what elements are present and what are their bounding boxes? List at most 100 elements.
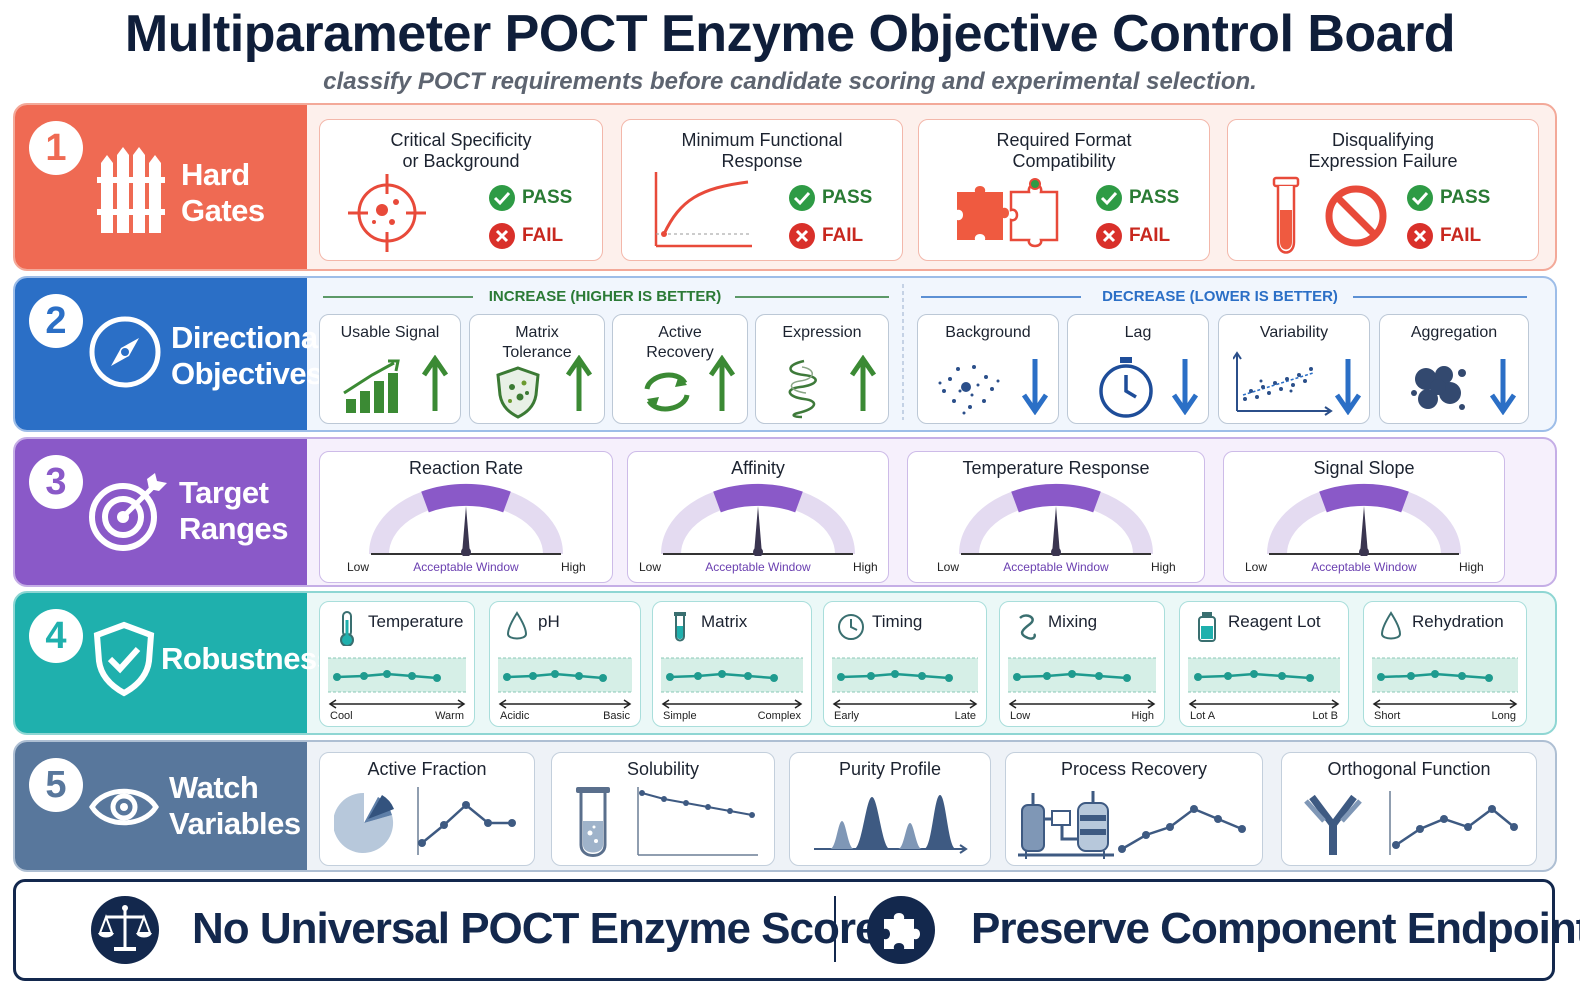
puzzle-icon <box>867 896 935 964</box>
gauge-low-label: Low <box>937 560 960 574</box>
row-number: 3 <box>29 455 83 509</box>
axis-left-label: Simple <box>663 710 697 722</box>
card-title: Usable Signal <box>340 324 440 341</box>
card-title: Active Fraction <box>367 759 487 779</box>
page-title: Multiparameter POCT Enzyme Objective Con… <box>124 5 1456 63</box>
axis-right-label: Warm <box>435 710 464 722</box>
card-title: Rehydration <box>1412 612 1504 631</box>
axis-left-label: Early <box>834 710 860 722</box>
axis-left-label: Lot A <box>1190 710 1216 722</box>
gauge-high-label: High <box>853 560 878 574</box>
droplet-icon <box>506 611 528 640</box>
compass-icon <box>89 316 161 388</box>
card-title: Timing <box>872 612 923 631</box>
watch-card-orthogonal-function: Orthogonal Function <box>1281 752 1537 866</box>
test-tube-icon <box>674 612 686 642</box>
gauge-icon <box>369 483 563 556</box>
axis-right-label: Lot B <box>1312 710 1338 722</box>
card-title: Aggregation <box>1410 324 1498 341</box>
gauge-window-label: Acceptable Window <box>1311 560 1417 574</box>
clock-icon <box>838 614 864 640</box>
axis-left-label: Low <box>1010 710 1031 722</box>
footer-banner: No Universal POCT Enzyme Score Preserve … <box>13 879 1580 981</box>
bottle-icon <box>1198 612 1216 642</box>
card-title: Temperature <box>368 612 464 631</box>
stopwatch-icon <box>1099 357 1153 418</box>
watch-card-process-recovery: Process Recovery <box>1005 752 1263 866</box>
watch-card-purity-profile: Purity Profile <box>789 752 991 866</box>
aggregate-icon <box>1411 366 1466 410</box>
swirl-icon <box>1019 614 1036 640</box>
puzzle-icon <box>957 178 1059 248</box>
gauge-high-label: High <box>1459 560 1484 574</box>
objective-card-aggregation: Aggregation <box>1379 314 1529 424</box>
decrease-arrow-icon <box>1489 359 1517 415</box>
page-subtitle: classify POCT requirements before candid… <box>323 68 1257 95</box>
card-title: Variability <box>1259 324 1329 341</box>
scales-icon <box>91 896 159 964</box>
gauge-icon <box>661 483 855 556</box>
footer-right-text: Preserve Component Endpoints <box>971 904 1580 953</box>
thermometer-icon <box>340 611 354 646</box>
decrease-arrow-icon <box>1171 359 1199 415</box>
rising-bars-icon <box>343 359 400 413</box>
decrease-arrow-icon <box>1021 359 1049 415</box>
increase-header: INCREASE (HIGHER IS BETTER) <box>488 288 722 305</box>
axis-right-label: Basic <box>603 710 630 722</box>
axis-left-label: Short <box>1374 710 1401 722</box>
bioreactor-icon <box>1018 791 1114 859</box>
pie-icon <box>334 792 394 853</box>
watch-card-active-fraction: Active Fraction <box>319 752 535 866</box>
card-title: Lag <box>1124 324 1152 341</box>
row-label: Robustness <box>161 641 334 676</box>
robustness-trace <box>661 657 803 709</box>
card-title: Affinity <box>731 458 785 478</box>
card-title: Purity Profile <box>838 759 942 779</box>
gate-icon <box>97 147 165 233</box>
row-number: 4 <box>29 609 83 663</box>
eye-icon <box>89 788 159 826</box>
gauge-window-label: Acceptable Window <box>413 560 519 574</box>
gauge-high-label: High <box>561 560 586 574</box>
robustness-trace <box>328 657 466 709</box>
card-title: Signal Slope <box>1313 458 1415 478</box>
card-title: Process Recovery <box>1060 759 1208 779</box>
increase-header-rule <box>323 296 889 298</box>
gauge-low-label: Low <box>347 560 370 574</box>
card-title: Solubility <box>626 759 700 779</box>
watch-card-solubility: Solubility <box>551 752 775 866</box>
robustness-trace <box>1008 657 1156 709</box>
row-number: 1 <box>29 121 83 175</box>
footer-left-text: No Universal POCT Enzyme Score <box>192 904 879 953</box>
objective-card-background: Background <box>917 314 1059 424</box>
axis-right-label: Late <box>954 710 976 722</box>
gauge-icon <box>959 483 1153 556</box>
robustness-trace <box>1188 657 1340 709</box>
target-icon <box>89 473 167 551</box>
scatter-icon <box>1233 351 1333 416</box>
trend-chart <box>1118 805 1246 853</box>
